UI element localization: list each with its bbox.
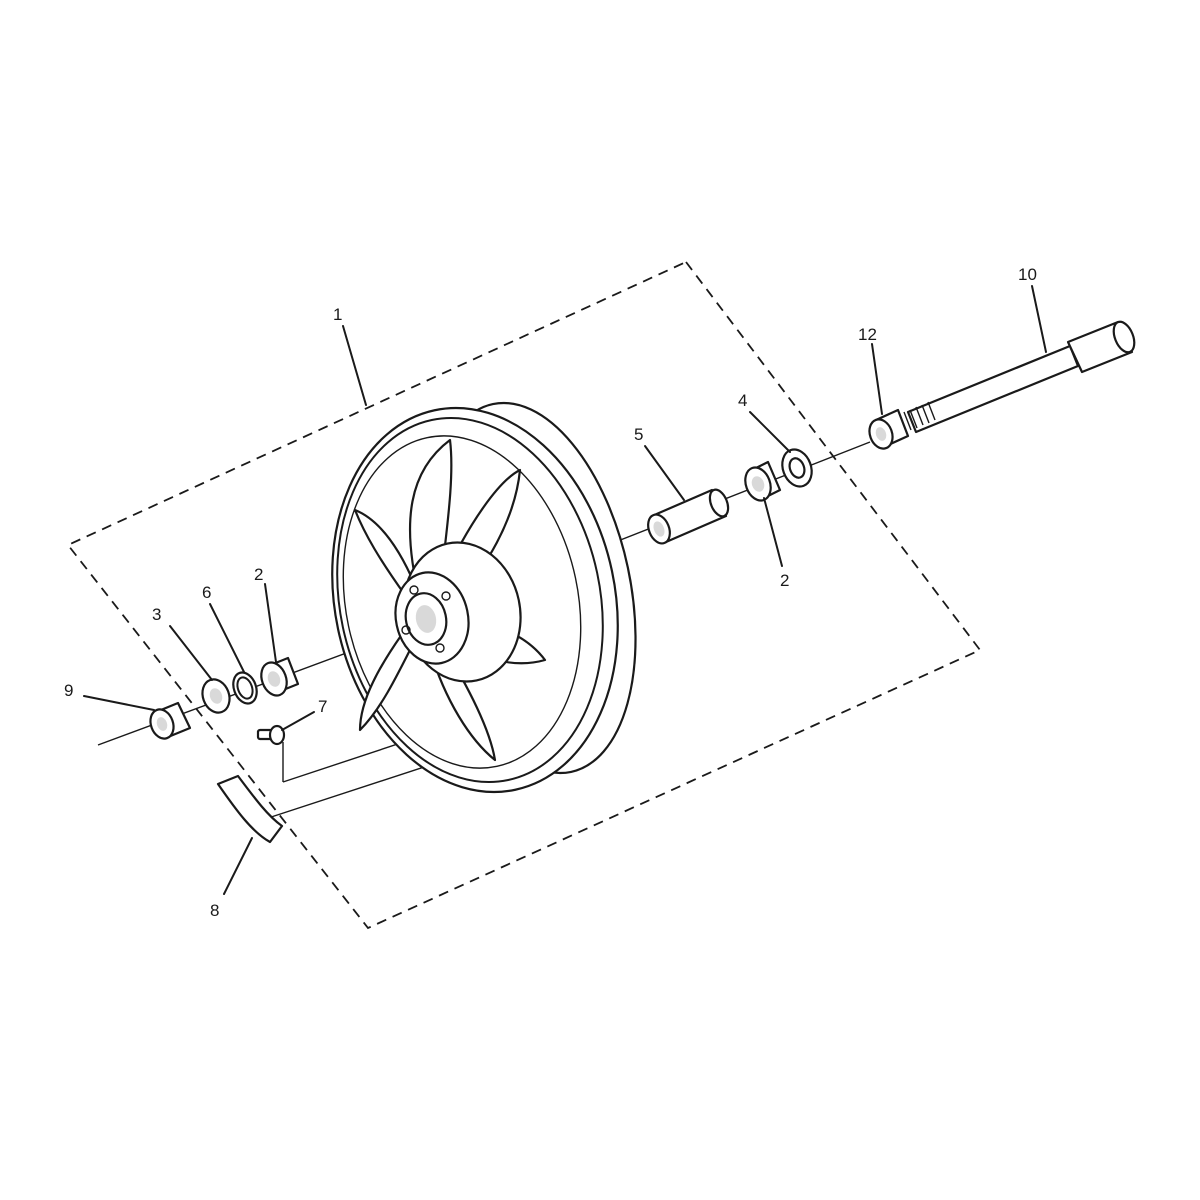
- leader-2r: [763, 497, 783, 567]
- leader-2l: [264, 583, 277, 663]
- spacer-left-part-9: [149, 701, 192, 740]
- callout-5: 5: [634, 425, 643, 444]
- leader-7: [281, 711, 315, 731]
- wheel-spoke: [353, 508, 417, 597]
- leader-3: [169, 625, 213, 681]
- callout-labels: 1 10 12 4 5 2 2 6 3 9 7 8: [64, 265, 1037, 920]
- seal-part-3: [201, 678, 231, 714]
- sleeve-part-5: [647, 488, 730, 545]
- assembly-boundary: [66, 260, 982, 930]
- leader-1: [342, 325, 367, 406]
- leader-9: [83, 695, 155, 711]
- wheel-spoke: [358, 628, 417, 732]
- leader-4: [749, 411, 791, 453]
- callout-3: 3: [152, 605, 161, 624]
- leader-5: [644, 445, 685, 501]
- axle-line-right: [599, 441, 871, 549]
- callout-2-right: 2: [780, 571, 789, 590]
- leader-10: [1031, 285, 1047, 353]
- callout-9: 9: [64, 681, 73, 700]
- callout-12: 12: [858, 325, 877, 344]
- leader-12: [871, 343, 883, 415]
- o-ring-part-6: [232, 671, 258, 705]
- spacer-part-12: [868, 408, 910, 450]
- bearing-left-part-2: [260, 656, 300, 697]
- bearing-right-part-2: [744, 460, 782, 502]
- balance-weight-part-8: [216, 774, 284, 844]
- callout-8: 8: [210, 901, 219, 920]
- leader-6: [209, 603, 245, 673]
- callout-4: 4: [738, 391, 747, 410]
- callout-2-left: 2: [254, 565, 263, 584]
- callout-7: 7: [318, 697, 327, 716]
- valve-part-7: [256, 724, 286, 746]
- leader-8: [223, 837, 253, 895]
- callout-1: 1: [333, 305, 342, 324]
- callout-10: 10: [1018, 265, 1037, 284]
- washer-part-4: [781, 448, 813, 488]
- axle-part-10: [903, 320, 1136, 434]
- wheel-rim: [331, 401, 637, 794]
- callout-6: 6: [202, 583, 211, 602]
- leader-lines: [83, 285, 1047, 895]
